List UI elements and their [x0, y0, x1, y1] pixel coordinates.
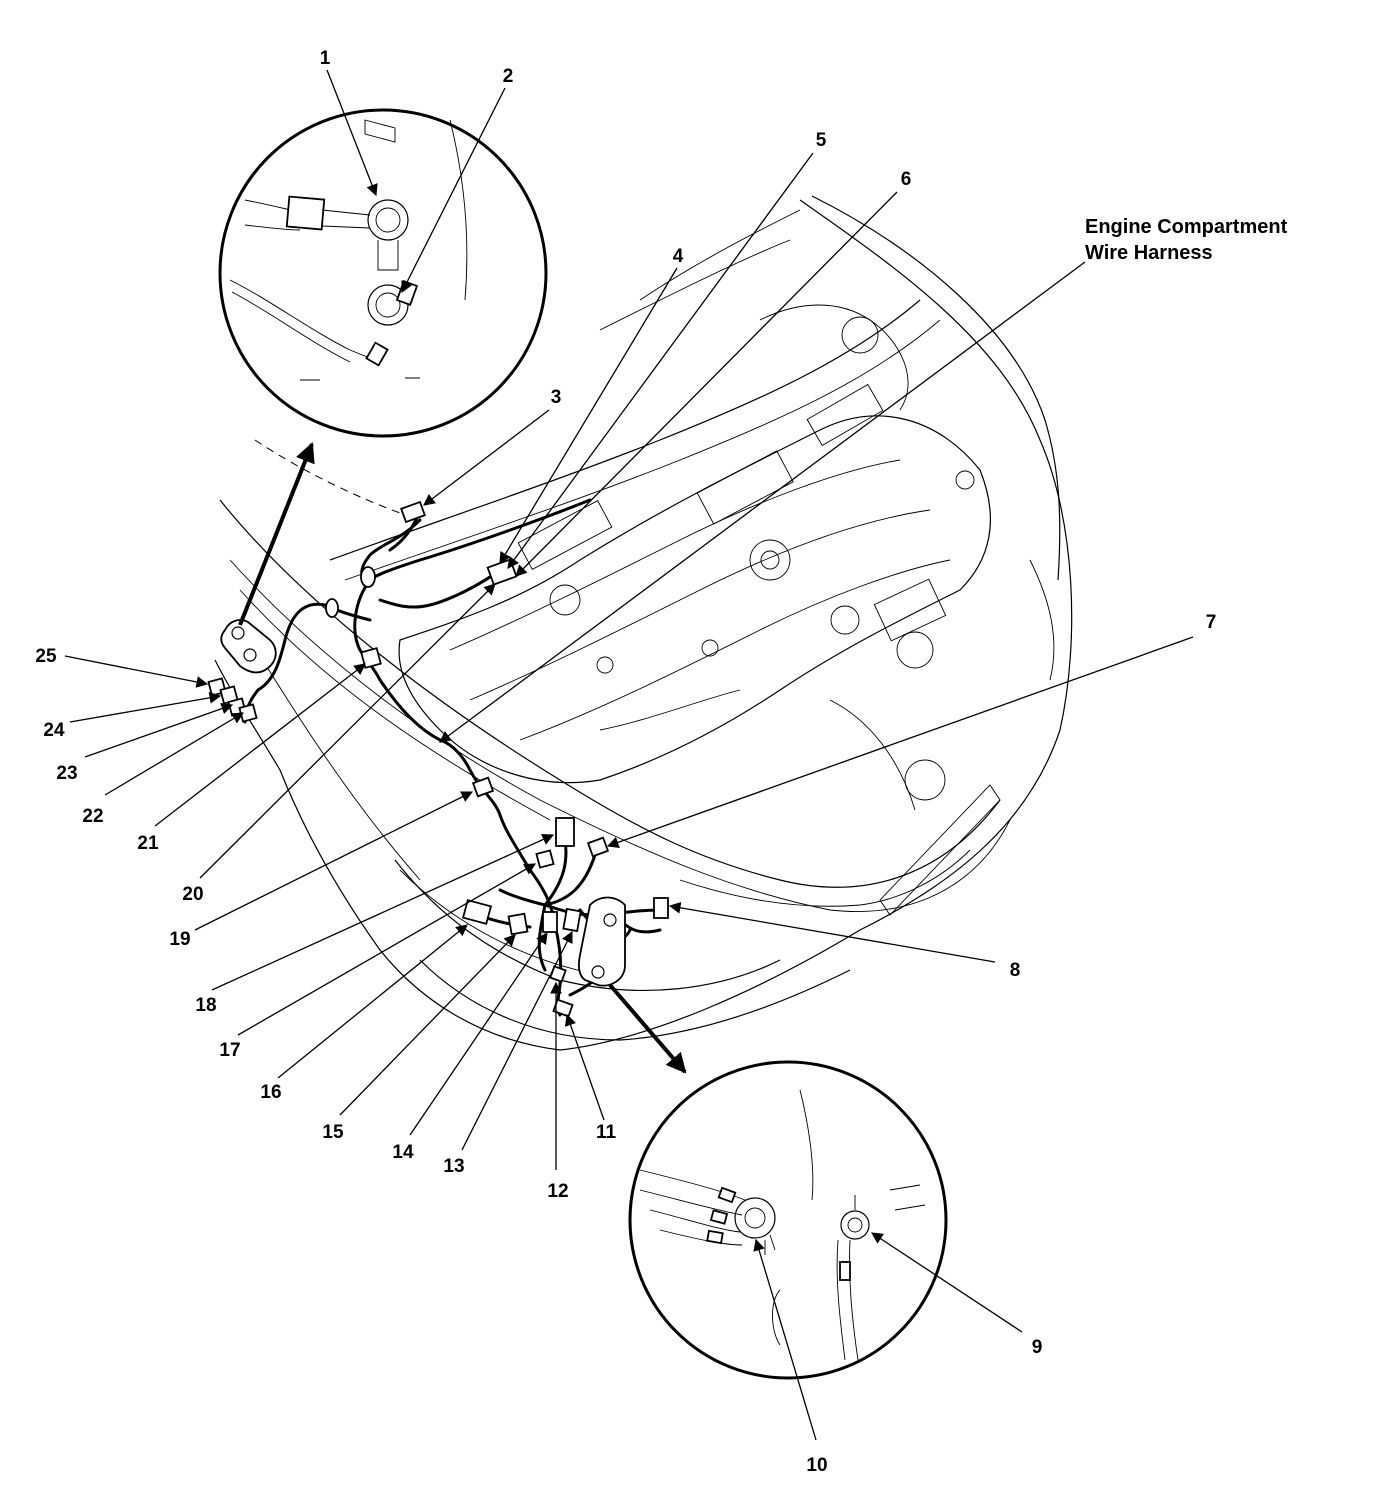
- callout-7: 7: [1206, 612, 1217, 633]
- leader-3: [423, 409, 550, 506]
- leader-24: [69, 692, 222, 723]
- leader-22: [104, 712, 245, 796]
- connector-7: [586, 836, 610, 858]
- leader-17: [237, 863, 537, 1036]
- callout-9: 9: [1032, 1337, 1043, 1358]
- detail-pointers: [238, 442, 687, 1074]
- callout-17: 17: [219, 1040, 240, 1061]
- leader-16: [277, 924, 468, 1079]
- leader-15: [339, 934, 516, 1116]
- callout-25: 25: [35, 646, 57, 667]
- leader-2: [401, 87, 506, 294]
- callout-15: 15: [322, 1122, 344, 1143]
- callout-2: 2: [503, 66, 514, 87]
- callout-6: 6: [901, 169, 912, 190]
- callout-3: 3: [551, 387, 562, 408]
- detail-view-ground-terminals: [218, 108, 548, 438]
- leader-lines: [64, 69, 1194, 1441]
- callout-20: 20: [182, 884, 203, 905]
- callout-18: 18: [195, 995, 216, 1016]
- leader-5: [507, 152, 814, 569]
- leader-25: [64, 655, 209, 688]
- callout-8: 8: [1010, 960, 1021, 981]
- callout-22: 22: [82, 806, 103, 827]
- connector-17: [535, 849, 555, 869]
- callout-11: 11: [596, 1122, 617, 1143]
- leader-20: [199, 583, 496, 879]
- harness-label-line2: Wire Harness: [1085, 242, 1213, 264]
- callout-16: 16: [260, 1082, 281, 1103]
- leader-13: [461, 930, 573, 1151]
- leader-21: [154, 663, 366, 827]
- callout-19: 19: [169, 929, 190, 950]
- connector-15: [507, 912, 529, 936]
- leader-6: [515, 191, 898, 577]
- detail-view-ground-bolts: [628, 1060, 948, 1380]
- engine-compartment-wire-harness: [220, 498, 662, 1017]
- leader-9: [871, 1232, 1023, 1333]
- callout-13: 13: [443, 1156, 464, 1177]
- labels: Engine Compartment Wire Harness 1 2 3 4 …: [35, 48, 1287, 1476]
- callout-12: 12: [547, 1181, 568, 1202]
- leader-1: [326, 69, 378, 197]
- connector-8: [653, 897, 669, 919]
- connector-16: [461, 899, 493, 925]
- connector-18: [555, 817, 575, 847]
- connector-12: [549, 965, 567, 983]
- connector-20: [360, 647, 382, 669]
- callout-10: 10: [806, 1455, 827, 1476]
- callout-14: 14: [392, 1142, 414, 1163]
- leader-14: [409, 932, 548, 1136]
- leader-18: [211, 834, 555, 991]
- connector-14: [542, 911, 558, 933]
- leader-harness: [439, 261, 1086, 743]
- leader-11: [564, 1013, 605, 1121]
- callout-24: 24: [43, 720, 65, 741]
- connector-13: [562, 907, 582, 933]
- connector-3: [400, 500, 426, 524]
- callout-5: 5: [816, 130, 827, 151]
- vehicle-body-outline: [214, 195, 1073, 1051]
- leader-19: [194, 791, 474, 931]
- leader-10: [753, 1238, 817, 1441]
- leader-8: [668, 902, 996, 963]
- harness-label-line1: Engine Compartment: [1085, 216, 1288, 238]
- callout-1: 1: [320, 48, 331, 69]
- leader-7: [606, 636, 1194, 848]
- callout-4: 4: [673, 246, 684, 267]
- callout-23: 23: [56, 763, 77, 784]
- leader-4: [499, 267, 678, 565]
- callout-21: 21: [137, 833, 159, 854]
- leader-23: [84, 702, 234, 758]
- connector-19: [471, 776, 495, 798]
